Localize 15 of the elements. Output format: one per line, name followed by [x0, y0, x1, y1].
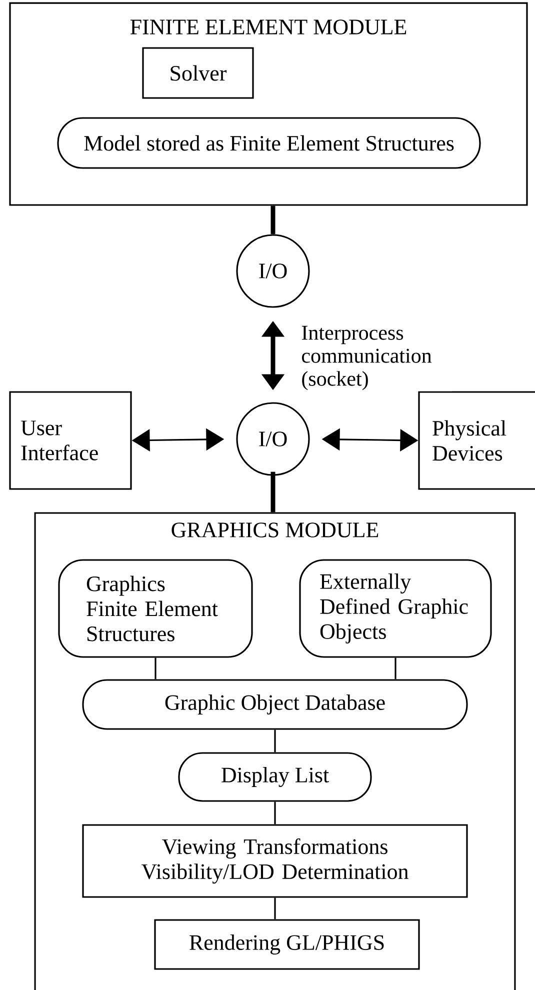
external-box: User Interface: [9, 391, 132, 490]
process-box: Solver: [142, 47, 254, 99]
connector-line: [270, 206, 276, 234]
edge-label: Interprocess communication (socket): [300, 324, 452, 392]
connector-line: [274, 802, 276, 824]
connector-line: [394, 658, 396, 680]
connector-line: [274, 730, 276, 752]
process-box: Rendering GL/PHIGS: [154, 919, 420, 970]
process-box: Viewing Transformations Visibility/LOD Determination: [82, 824, 468, 898]
connector-line: [154, 658, 156, 680]
data-box: Graphics Finite Element Structures: [58, 559, 253, 658]
connector-line: [274, 898, 276, 920]
connector-line: [270, 472, 276, 512]
external-box: Physical Devices: [418, 391, 535, 490]
data-box: Externally Defined Graphic Objects: [299, 559, 492, 658]
